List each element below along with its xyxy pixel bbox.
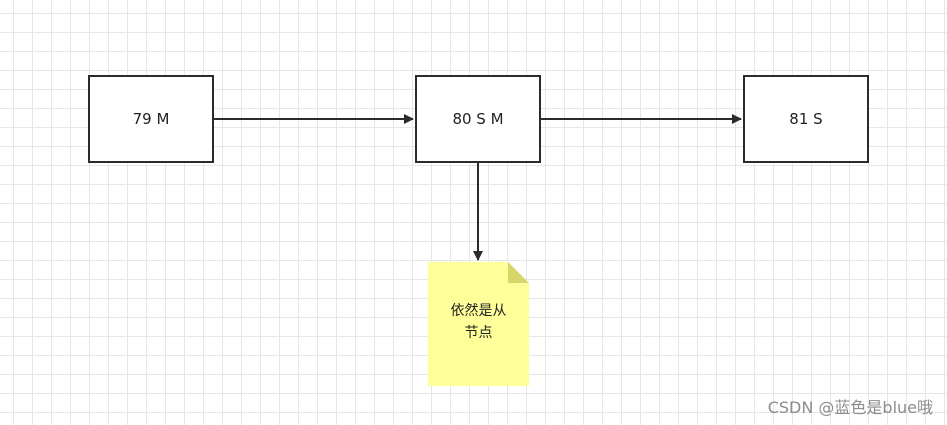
node-79-master[interactable]: 79 M — [88, 75, 214, 163]
sticky-note-text: 依然是从 节点 — [428, 300, 529, 344]
node-81-slave[interactable]: 81 S — [743, 75, 869, 163]
watermark-text: CSDN @蓝色是blue哦 — [767, 398, 933, 417]
node-79-label: 79 M — [132, 110, 170, 128]
node-80-label: 80 S M — [452, 110, 504, 128]
note-line-2: 节点 — [464, 325, 493, 341]
note-fold-corner — [508, 262, 529, 283]
node-80-slave-master[interactable]: 80 S M — [415, 75, 541, 163]
note-line-1: 依然是从 — [450, 303, 507, 319]
node-81-label: 81 S — [789, 110, 823, 128]
